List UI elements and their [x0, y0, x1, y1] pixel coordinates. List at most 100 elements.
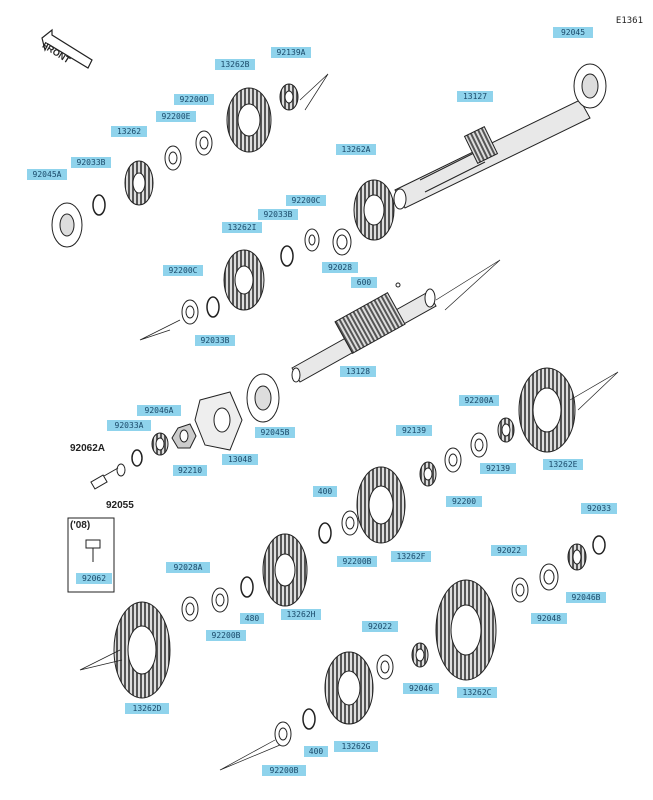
gear-13262F	[356, 466, 406, 544]
part-label[interactable]: 92200A	[459, 395, 499, 406]
bearing-92046B	[567, 543, 587, 571]
upper-shaft-13127	[393, 99, 591, 210]
part-label[interactable]: 92046B	[566, 592, 606, 603]
gear-13262B	[226, 87, 272, 153]
part-label[interactable]: 92033B	[195, 335, 235, 346]
washer-92200A	[470, 432, 488, 458]
bearing-92139-left	[419, 461, 437, 487]
leader-lines-upper	[299, 73, 329, 111]
circlip-92033B-lower	[206, 296, 220, 318]
part-label[interactable]: 92045A	[27, 169, 67, 180]
part-label[interactable]: 92028A	[166, 562, 210, 573]
washer-92200E	[164, 145, 182, 171]
nut-92210	[171, 423, 197, 449]
part-label[interactable]: 13262D	[125, 703, 169, 714]
circlip-92033A	[131, 449, 143, 467]
washer-92200D	[195, 130, 213, 156]
collar-92048	[539, 563, 559, 591]
washer-92200	[444, 447, 462, 473]
part-label[interactable]: 400	[304, 746, 328, 757]
bearing-92045	[573, 63, 607, 109]
part-label[interactable]: 92028	[322, 262, 358, 273]
washer-92022-right	[511, 577, 529, 603]
part-label[interactable]: 13262F	[391, 551, 431, 562]
bolt-92062A	[90, 467, 119, 490]
part-label[interactable]: 92062	[76, 573, 112, 584]
spacer-92028A	[181, 596, 199, 622]
part-label[interactable]: 92139	[396, 425, 432, 436]
part-label[interactable]: 13262B	[215, 59, 255, 70]
leader-lines-lower-left	[79, 649, 123, 671]
washer-92055	[116, 463, 126, 477]
part-label[interactable]: 92033A	[107, 420, 151, 431]
part-label[interactable]: 92045	[553, 27, 593, 38]
part-label[interactable]: 92200C	[286, 195, 326, 206]
gear-13262E	[518, 367, 576, 453]
gear-13262C	[435, 579, 497, 681]
washer-92200C-lower	[181, 299, 199, 325]
part-label[interactable]: 92046	[403, 683, 439, 694]
leader-lines-middle	[139, 319, 181, 341]
part-label[interactable]: 92210	[173, 465, 207, 476]
washer-92200B-lower	[274, 721, 292, 747]
hub-13048	[194, 391, 243, 451]
part-label[interactable]: 400	[313, 486, 337, 497]
gear-13262A	[353, 179, 395, 241]
part-label[interactable]: 92139A	[271, 47, 311, 58]
bearing-92046A	[151, 432, 169, 456]
part-label-plain[interactable]: 92062A	[70, 443, 106, 454]
part-label[interactable]: 13262A	[336, 144, 376, 155]
part-label[interactable]: 92033B	[71, 157, 111, 168]
gear-13262G	[324, 651, 374, 725]
lower-shaft-13128	[291, 288, 437, 383]
part-label[interactable]: 92200	[446, 496, 482, 507]
part-label-plain[interactable]: 92055	[106, 500, 134, 511]
part-label[interactable]: 92200E	[156, 111, 196, 122]
part-label[interactable]: 92048	[531, 613, 567, 624]
part-label[interactable]: 92200B	[337, 556, 377, 567]
part-label[interactable]: 92200C	[163, 265, 203, 276]
part-label[interactable]: 92033B	[258, 209, 298, 220]
part-label[interactable]: 13048	[222, 454, 258, 465]
part-label[interactable]: 13128	[340, 366, 376, 377]
bearing-92139A	[279, 83, 299, 111]
leader-lines-shaft	[435, 259, 501, 311]
part-label[interactable]: 92033	[581, 503, 617, 514]
part-label[interactable]: 13262	[111, 126, 147, 137]
gear-13262H	[262, 533, 308, 607]
part-label[interactable]: 13262H	[281, 609, 321, 620]
part-label[interactable]: 13262G	[334, 741, 378, 752]
oring-600-point	[395, 282, 401, 288]
bearing-92045A	[51, 202, 83, 248]
part-label[interactable]: 92045B	[255, 427, 295, 438]
gear-13262I	[223, 249, 265, 311]
note-label: ('08)	[70, 520, 91, 531]
part-label[interactable]: 480	[240, 613, 264, 624]
part-label[interactable]: 13127	[457, 91, 493, 102]
bearing-92045B	[246, 373, 280, 423]
part-label[interactable]: 92022	[491, 545, 527, 556]
part-label[interactable]: 92200B	[262, 765, 306, 776]
part-label[interactable]: 13262I	[222, 222, 262, 233]
part-label[interactable]: 92022	[362, 621, 398, 632]
front-arrow-icon	[41, 28, 93, 69]
part-label[interactable]: 92139	[480, 463, 516, 474]
diagram-code: E1361	[615, 16, 643, 26]
part-label[interactable]: 600	[351, 277, 377, 288]
part-label[interactable]: 92046A	[137, 405, 181, 416]
bearing-92046	[411, 642, 429, 668]
leader-lines-lower	[219, 739, 281, 771]
spacer-92028	[332, 228, 352, 256]
bearing-92139-right	[497, 417, 515, 443]
circlip-92033B-middle	[280, 245, 294, 267]
washer-92022-lower	[376, 654, 394, 680]
circlip-92033B-upper	[92, 194, 106, 216]
gear-13262D	[113, 601, 171, 699]
part-label[interactable]: 92200B	[206, 630, 246, 641]
circlip-480	[240, 576, 254, 598]
part-label[interactable]: 13262C	[457, 687, 497, 698]
part-label[interactable]: 92200D	[174, 94, 214, 105]
part-label[interactable]: 13262E	[543, 459, 583, 470]
gear-13262	[124, 160, 154, 206]
